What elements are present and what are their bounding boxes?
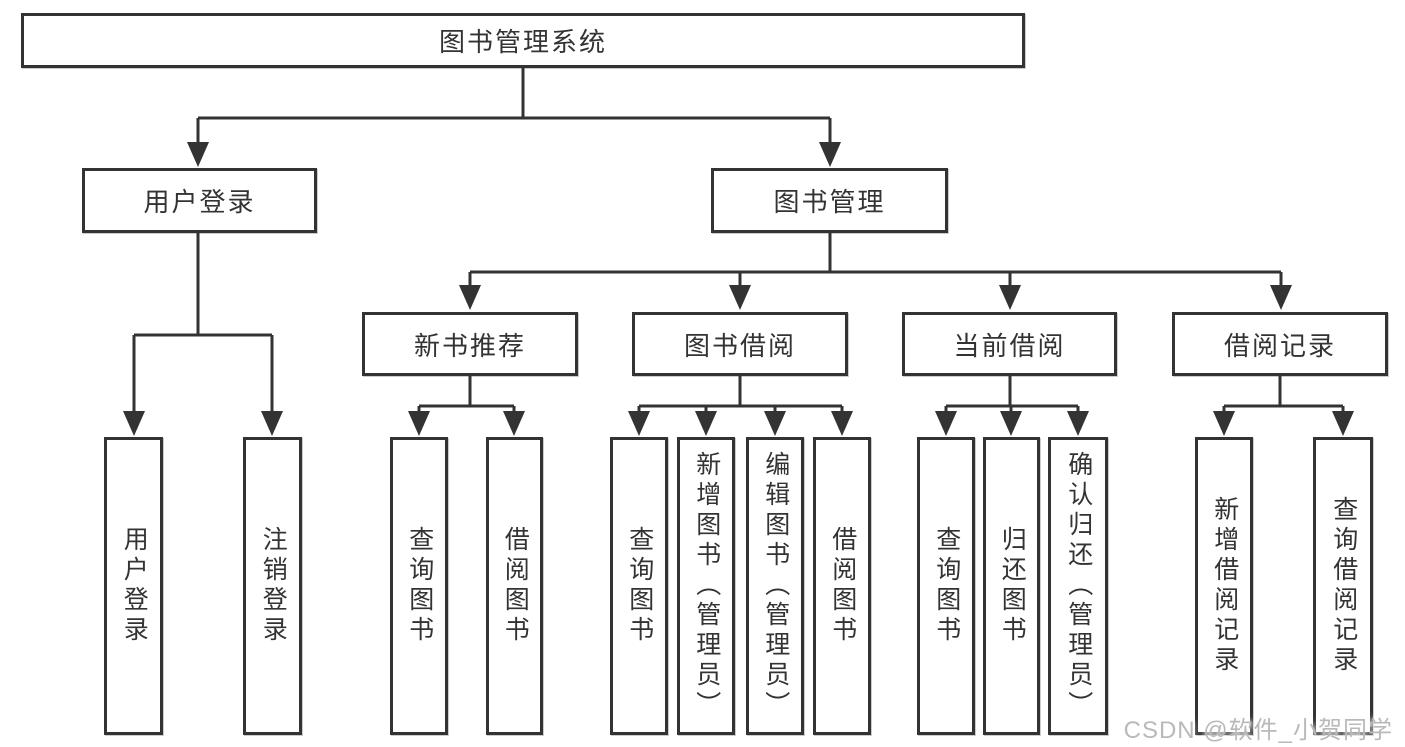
- node-label: 图书借阅: [683, 330, 796, 361]
- leaf-newbook-borrow-books: 借阅图书: [486, 437, 543, 735]
- node-book-management: 图书管理: [711, 168, 948, 233]
- leaf-label: 用户登录: [120, 526, 149, 646]
- arrowhead-icon: [123, 411, 145, 436]
- arrowhead-icon: [729, 285, 751, 310]
- arrowhead-icon: [1332, 411, 1354, 436]
- leaf-label: 查询图书: [405, 526, 434, 646]
- leaf-records-add-record: 新增借阅记录: [1195, 437, 1253, 735]
- arrowhead-icon: [1213, 411, 1235, 436]
- leaf-label: 借阅图书: [501, 526, 530, 646]
- arrowhead-icon: [764, 411, 786, 436]
- arrowhead-icon: [503, 411, 525, 436]
- arrowhead-icon: [187, 142, 209, 167]
- arrowhead-icon: [628, 411, 650, 436]
- leaf-borrow-edit-books-admin: 编辑图书（管理员）: [746, 437, 804, 735]
- node-borrow-records: 借阅记录: [1172, 312, 1388, 376]
- leaf-borrow-query-books: 查询图书: [610, 437, 668, 735]
- node-label: 图书管理: [773, 187, 886, 217]
- leaf-label: 借阅图书: [828, 526, 857, 646]
- leaf-label: 归还图书: [998, 526, 1027, 646]
- node-root: 图书管理系统: [21, 13, 1025, 68]
- arrowhead-icon: [999, 285, 1021, 310]
- arrowhead-icon: [261, 411, 283, 436]
- leaf-records-query-record: 查询借阅记录: [1313, 437, 1373, 735]
- leaf-label: 查询借阅记录: [1329, 496, 1358, 676]
- node-new-book-recommend: 新书推荐: [362, 312, 578, 376]
- watermark: CSDN @软件_小贺同学: [1123, 717, 1393, 744]
- leaf-label: 新增图书（管理员）: [692, 451, 721, 721]
- node-label: 新书推荐: [413, 330, 526, 361]
- leaf-label: 查询图书: [932, 526, 961, 646]
- arrowhead-icon: [1000, 411, 1022, 436]
- node-label: 借阅记录: [1223, 330, 1336, 361]
- node-current-borrow: 当前借阅: [902, 312, 1117, 376]
- leaf-borrow-borrow-books: 借阅图书: [813, 437, 871, 735]
- arrowhead-icon: [695, 411, 717, 436]
- leaf-newbook-query-books: 查询图书: [390, 437, 448, 735]
- arrowhead-icon: [459, 285, 481, 310]
- arrowhead-icon: [1067, 411, 1089, 436]
- node-label: 当前借阅: [953, 330, 1066, 361]
- arrowhead-icon: [831, 411, 853, 436]
- leaf-logout: 注销登录: [243, 437, 302, 735]
- arrowhead-icon: [819, 142, 841, 167]
- leaf-user-login: 用户登录: [104, 437, 163, 735]
- leaf-borrow-add-books-admin: 新增图书（管理员）: [677, 437, 735, 735]
- node-label: 图书管理系统: [438, 27, 607, 57]
- leaf-label: 新增借阅记录: [1210, 496, 1239, 676]
- leaf-current-return-books: 归还图书: [983, 437, 1040, 735]
- leaf-current-confirm-return-admin: 确认归还（管理员）: [1048, 437, 1108, 735]
- node-user-login: 用户登录: [82, 168, 317, 233]
- node-label: 用户登录: [143, 187, 256, 217]
- arrowhead-icon: [408, 411, 430, 436]
- leaf-label: 编辑图书（管理员）: [761, 451, 790, 721]
- leaf-label: 注销登录: [259, 526, 288, 646]
- arrowhead-icon: [1270, 285, 1292, 310]
- leaf-label: 确认归还（管理员）: [1064, 451, 1093, 721]
- leaf-label: 查询图书: [625, 526, 654, 646]
- leaf-current-query-books: 查询图书: [917, 437, 975, 735]
- arrowhead-icon: [935, 411, 957, 436]
- node-book-borrow: 图书借阅: [632, 312, 848, 376]
